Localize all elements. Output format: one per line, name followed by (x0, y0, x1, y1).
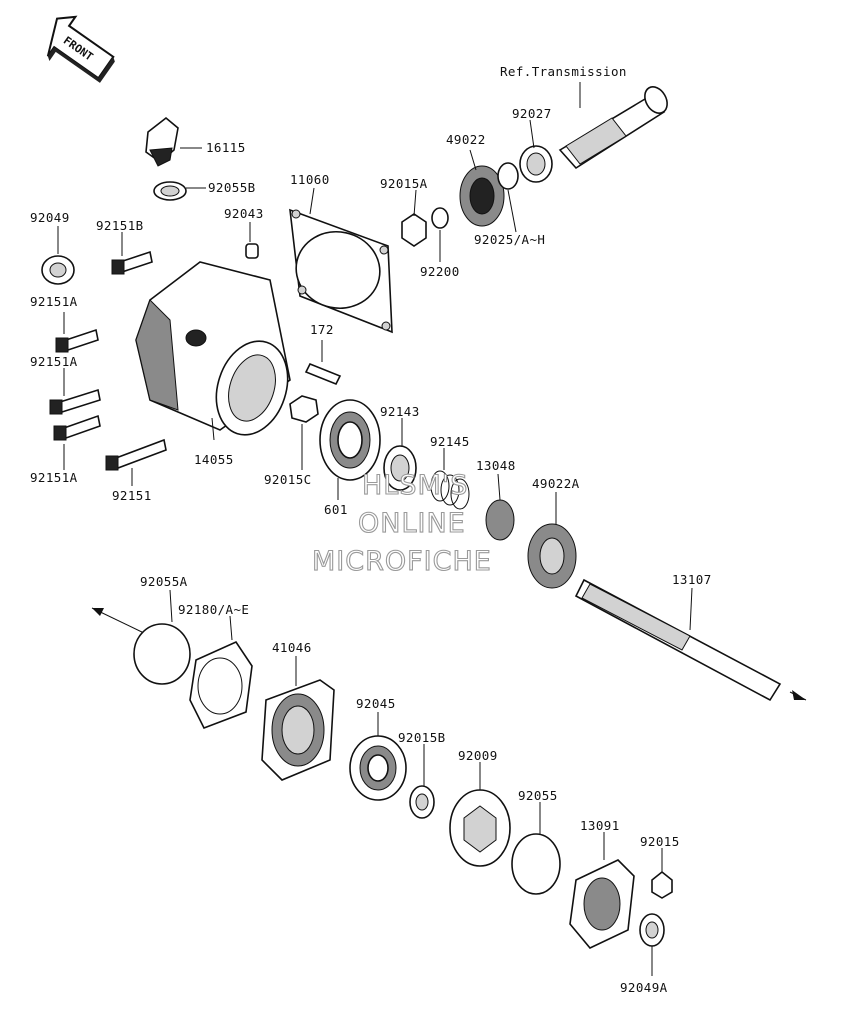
part-11060-gasket (289, 208, 393, 334)
part-601-bearing (319, 399, 381, 481)
svg-text:HLSM'S: HLSM'S (362, 470, 468, 501)
label-13091: 13091 (580, 818, 620, 833)
label-92043: 92043 (224, 206, 264, 221)
part-13107-shaft (574, 578, 782, 702)
label-92180: 92180/A~E (178, 602, 249, 617)
ref-transmission-label: Ref.Transmission (500, 64, 627, 79)
label-92015B: 92015B (398, 730, 446, 745)
part-92025-shim (497, 162, 519, 190)
part-92009-holder (449, 789, 511, 867)
label-92009: 92009 (458, 748, 498, 763)
label-92151A-1: 92151A (30, 294, 78, 309)
label-16115: 16115 (206, 140, 246, 155)
part-92151B-bolt (119, 250, 153, 274)
label-92055B: 92055B (208, 180, 256, 195)
label-92151A-2: 92151A (30, 354, 78, 369)
label-92151: 92151 (112, 488, 152, 503)
part-92045-bearing (349, 735, 407, 801)
part-172-stud (304, 362, 342, 386)
label-92055: 92055 (518, 788, 558, 803)
label-92027: 92027 (512, 106, 552, 121)
label-92049A: 92049A (620, 980, 668, 995)
part-92043-dowel (245, 243, 259, 259)
label-92055A: 92055A (140, 574, 188, 589)
part-41046-housing (261, 679, 335, 781)
part-49022-gear (459, 165, 505, 227)
label-92045: 92045 (356, 696, 396, 711)
part-92015-nut (651, 870, 673, 899)
label-92151A-3: 92151A (30, 470, 78, 485)
part-49022A-gear (527, 523, 577, 589)
label-92025: 92025/A~H (474, 232, 545, 247)
part-92145-spring (430, 470, 470, 510)
label-92200: 92200 (420, 264, 460, 279)
transmission-shaft (558, 86, 668, 170)
part-92055-oring (511, 833, 561, 895)
part-92055A-oring (133, 623, 191, 685)
watermark: HLSM'S ONLINE MICROFICHE (311, 469, 492, 577)
part-92015C-nut (289, 395, 319, 423)
label-92015: 92015 (640, 834, 680, 849)
label-41046: 41046 (272, 640, 312, 655)
leader-lines (57, 119, 693, 976)
label-11060: 11060 (290, 172, 330, 187)
label-49022: 49022 (446, 132, 486, 147)
part-92151-bolt (115, 438, 167, 470)
part-13048-bearing (485, 499, 515, 541)
label-92049: 92049 (30, 210, 70, 225)
label-601: 601 (324, 502, 348, 517)
label-13107: 13107 (672, 572, 712, 587)
label-172: 172 (310, 322, 334, 337)
part-92200-washer (431, 207, 449, 229)
label-49022A: 49022A (532, 476, 580, 491)
svg-text:ONLINE: ONLINE (358, 508, 466, 539)
part-14055-case (135, 261, 291, 436)
part-labels: 16115 92055B 11060 92015A 49022 92027 92… (30, 106, 712, 995)
front-arrow-badge: FRONT (46, 15, 115, 83)
part-92180-gasket (189, 640, 253, 730)
label-13048: 13048 (476, 458, 516, 473)
part-16115-cap (145, 116, 179, 167)
part-13091-cover (569, 859, 635, 949)
part-92015A-nut (401, 213, 427, 247)
label-14055: 14055 (194, 452, 234, 467)
svg-text:MICROFICHE: MICROFICHE (312, 546, 492, 577)
label-92015A: 92015A (380, 176, 428, 191)
label-92145: 92145 (430, 434, 470, 449)
label-92143: 92143 (380, 404, 420, 419)
label-92015C: 92015C (264, 472, 312, 487)
label-92151B: 92151B (96, 218, 144, 233)
